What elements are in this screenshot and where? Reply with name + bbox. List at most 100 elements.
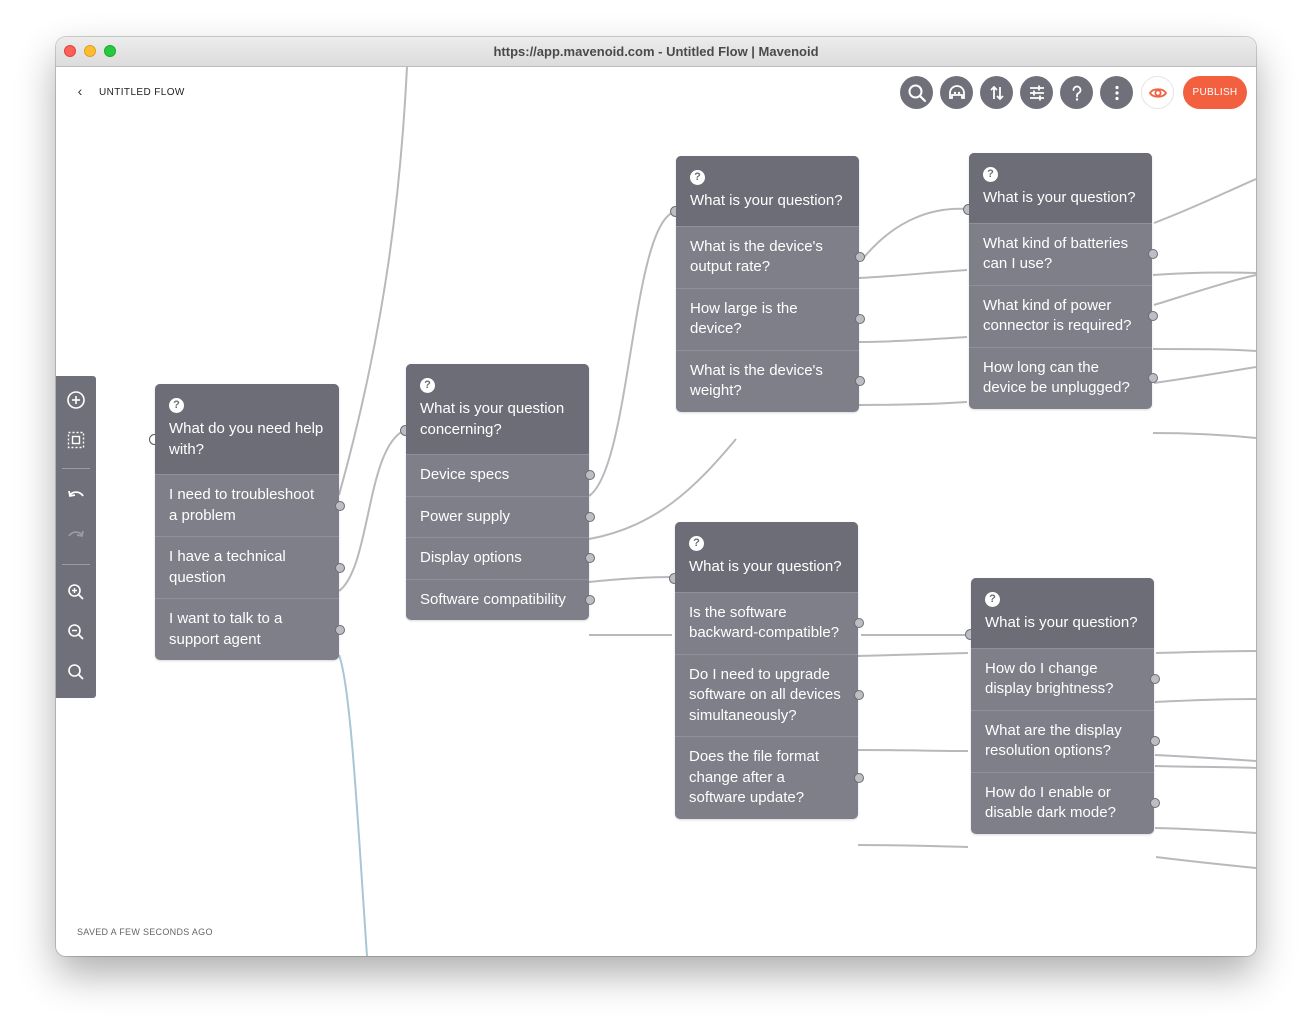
select-area-icon[interactable]	[64, 428, 88, 452]
option-output-port[interactable]	[854, 618, 864, 628]
redo-icon[interactable]	[64, 524, 88, 548]
wire-n3-o2	[858, 336, 968, 343]
flow-node-power-supply[interactable]: ? What is your question? What kind of ba…	[963, 153, 1158, 409]
wire-n5-o3	[857, 844, 969, 848]
wire-n2-power	[588, 438, 737, 540]
option-output-port[interactable]	[855, 314, 865, 324]
node-option[interactable]: Software compatibility	[406, 578, 595, 621]
maximize-window-button[interactable]	[104, 45, 116, 57]
wire-offscreen-top	[338, 67, 408, 496]
option-label: Do I need to upgrade software on all dev…	[689, 665, 841, 724]
node-option[interactable]: Is the software backward-compatible?	[675, 591, 864, 654]
node-option[interactable]: How long can the device be unplugged?	[969, 346, 1158, 409]
node-option[interactable]: How do I enable or disable dark mode?	[971, 771, 1160, 834]
wire-n5-o2	[857, 749, 969, 752]
node-option[interactable]: I have a technical question	[155, 536, 345, 598]
zoom-reset-icon[interactable]	[64, 660, 88, 684]
option-output-port[interactable]	[585, 511, 595, 522]
node-option[interactable]: What is the device's output rate?	[676, 225, 865, 288]
option-label: Display options	[420, 549, 522, 566]
wire-n4-o2b	[1153, 366, 1256, 384]
node-option[interactable]: How do I change display brightness?	[971, 647, 1160, 710]
option-output-port[interactable]	[855, 252, 865, 262]
more-icon[interactable]	[1100, 76, 1133, 109]
flow-node-device-specs[interactable]: ? What is your question? What is the dev…	[670, 156, 865, 412]
node-option[interactable]: What are the display resolution options?	[971, 709, 1160, 772]
node-option[interactable]: What kind of batteries can I use?	[969, 222, 1158, 285]
option-output-port[interactable]	[335, 624, 345, 635]
option-output-port[interactable]	[1148, 373, 1158, 383]
node-option[interactable]: How large is the device?	[676, 287, 865, 350]
close-window-button[interactable]	[64, 45, 76, 57]
back-chevron-icon[interactable]: ‹	[77, 83, 83, 99]
sidebar-divider	[62, 468, 90, 469]
option-output-port[interactable]	[1148, 311, 1158, 321]
question-text: What is your question?	[689, 558, 842, 575]
add-node-icon[interactable]	[64, 388, 88, 412]
question-text: What is your question?	[983, 189, 1136, 206]
flow-node-question-concerning[interactable]: ? What is your question concerning? Devi…	[400, 364, 595, 621]
option-label: I want to talk to a support agent	[169, 610, 283, 648]
option-output-port[interactable]	[854, 690, 864, 701]
option-output-port[interactable]	[855, 376, 865, 386]
option-label: Is the software backward-compatible?	[689, 603, 840, 642]
option-output-port[interactable]	[1150, 736, 1160, 746]
flow-editor-canvas[interactable]: ‹ UNTITLED FLOW PUBLISH	[56, 67, 1256, 956]
mascot-icon[interactable]	[940, 76, 973, 109]
connection-wires	[338, 67, 1256, 956]
undo-icon[interactable]	[64, 484, 88, 508]
option-label: What kind of batteries can I use?	[983, 234, 1129, 273]
question-mark-icon: ?	[169, 398, 184, 413]
option-label: How long can the device be unplugged?	[983, 358, 1130, 397]
sliders-icon[interactable]	[1020, 76, 1053, 109]
option-label: How do I change display brightness?	[985, 659, 1114, 698]
option-output-port[interactable]	[1150, 674, 1160, 684]
minimize-window-button[interactable]	[84, 45, 96, 57]
wire-n4-o1b	[1153, 274, 1256, 306]
option-label: Does the file format change after a soft…	[689, 748, 820, 806]
flow-node-software[interactable]: ? What is your question? Is the software…	[669, 522, 864, 819]
node-option[interactable]: I want to talk to a support agent	[155, 598, 345, 660]
question-text: What is your question concerning?	[420, 400, 565, 438]
wire-n4-head	[1153, 178, 1256, 224]
node-option[interactable]: Do I need to upgrade software on all dev…	[675, 653, 864, 737]
flow-node-help[interactable]: ? What do you need help with? I need to …	[149, 384, 345, 660]
node-option[interactable]: Power supply	[406, 495, 595, 538]
wire-n6-o3	[1154, 827, 1256, 834]
option-label: What is the device's output rate?	[690, 237, 823, 276]
zoom-in-icon[interactable]	[64, 580, 88, 604]
option-output-port[interactable]	[854, 772, 864, 783]
question-mark-icon: ?	[983, 167, 998, 182]
node-option[interactable]: What is the device's weight?	[676, 349, 865, 412]
question-mark-icon: ?	[689, 536, 704, 551]
option-output-port[interactable]	[335, 500, 345, 511]
question-mark-icon: ?	[985, 592, 1000, 607]
option-output-port[interactable]	[585, 594, 595, 605]
option-label: I have a technical question	[169, 548, 286, 586]
browser-window: https://app.mavenoid.com - Untitled Flow…	[56, 37, 1256, 956]
option-output-port[interactable]	[335, 562, 345, 573]
eye-icon[interactable]	[1141, 76, 1174, 109]
wire-n3-o1	[858, 269, 968, 279]
option-output-port[interactable]	[1148, 249, 1158, 259]
zoom-out-icon[interactable]	[64, 620, 88, 644]
node-option[interactable]: Device specs	[406, 454, 595, 496]
wire-n4-o2	[1152, 348, 1256, 352]
option-output-port[interactable]	[1150, 798, 1160, 808]
wire-n6-o2b	[1154, 765, 1256, 769]
node-question: ? What is your question?	[971, 578, 1154, 648]
node-option[interactable]: What kind of power connector is required…	[969, 284, 1158, 347]
sort-arrows-icon[interactable]	[980, 76, 1013, 109]
option-output-port[interactable]	[585, 553, 595, 564]
wire-n4-o3	[1152, 432, 1256, 439]
node-option[interactable]: Does the file format change after a soft…	[675, 736, 864, 819]
help-icon[interactable]	[1060, 76, 1093, 109]
search-icon[interactable]	[900, 76, 933, 109]
wire-n3-to-n4	[860, 207, 968, 262]
node-option[interactable]: Display options	[406, 537, 595, 579]
publish-button[interactable]: PUBLISH	[1183, 76, 1247, 109]
flow-node-display[interactable]: ? What is your question? How do I change…	[965, 578, 1160, 834]
node-option[interactable]: I need to troubleshoot a problem	[155, 474, 345, 536]
option-output-port[interactable]	[585, 470, 595, 481]
